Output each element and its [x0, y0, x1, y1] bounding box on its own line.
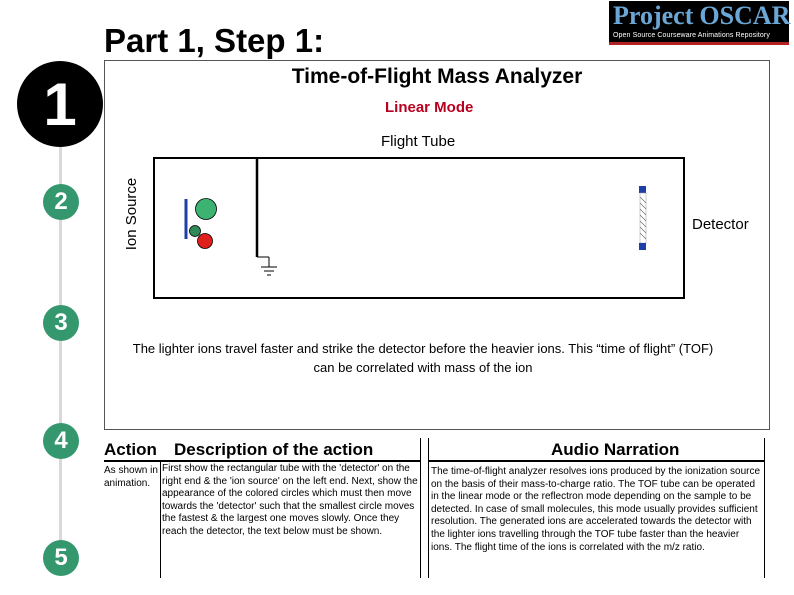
logo-tagline: Open Source Courseware Animations Reposi… — [613, 32, 770, 39]
step-2-badge[interactable]: 2 — [43, 184, 79, 220]
ion-red — [197, 233, 213, 249]
logo-word-oscar: OSCAR — [699, 1, 791, 30]
step-3-badge[interactable]: 3 — [43, 305, 79, 341]
action-cell: As shown in animation. — [104, 465, 158, 489]
header-divider-left — [104, 460, 420, 462]
step-5-badge[interactable]: 5 — [43, 540, 79, 576]
narration-cell: The time-of-flight analyzer resolves ion… — [431, 466, 761, 553]
audio-narration-header: Audio Narration — [551, 438, 680, 462]
ground-icon — [257, 256, 277, 276]
mode-label: Linear Mode — [385, 99, 474, 116]
diagram-title: Time-of-Flight Mass Analyzer — [291, 65, 583, 88]
page-title: Part 1, Step 1: — [104, 22, 325, 59]
column-divider-narration-left — [428, 438, 429, 578]
ion-small-green — [189, 225, 201, 237]
step-4-badge[interactable]: 4 — [43, 423, 79, 459]
column-divider-narration-right — [764, 438, 765, 578]
logo-word-project: Project — [613, 1, 694, 30]
step-1-badge[interactable]: 1 — [17, 61, 103, 147]
tube-drawing — [184, 157, 647, 276]
column-divider-action — [160, 460, 161, 578]
description-header: Description of the action — [174, 438, 374, 462]
step-rail — [59, 140, 62, 570]
diagram-caption: The lighter ions travel faster and strik… — [132, 341, 714, 375]
action-header: Action — [104, 438, 157, 462]
header-divider-right — [428, 460, 764, 462]
description-cell: First show the rectangular tube with the… — [162, 463, 418, 537]
flight-tube — [153, 157, 685, 299]
diagram-frame: Time-of-Flight Mass Analyzer Linear Mode… — [104, 60, 770, 430]
detector-icon — [639, 186, 647, 250]
ion-source-label: Ion Source — [123, 177, 140, 251]
column-divider-description — [420, 438, 421, 578]
detector-label: Detector — [692, 216, 749, 233]
flight-tube-label: Flight Tube — [381, 133, 456, 150]
ion-large-green — [195, 198, 217, 220]
